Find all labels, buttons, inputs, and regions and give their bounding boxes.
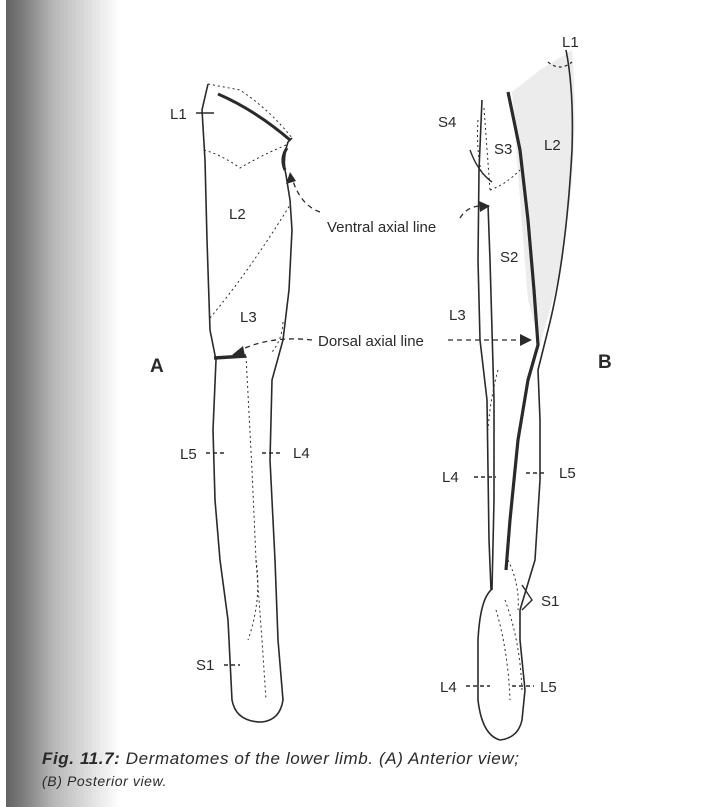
anterior-l1-l2-boundary [204,145,286,168]
posterior-label-s3: S3 [494,141,512,158]
arrowheads [232,172,532,356]
posterior-label-l3: L3 [449,307,466,324]
arrowhead-ventral-anterior [286,172,296,184]
anterior-label-l2: L2 [229,206,246,223]
figure-caption: Fig. 11.7: Dermatomes of the lower limb.… [42,748,712,792]
posterior-label-l1: L1 [562,34,579,51]
anterior-limb-outline [202,84,292,722]
anterior-label-l5: L5 [180,446,197,463]
posterior-label-foot-l4: L4 [440,679,457,696]
figure-caption-line1: Dermatomes of the lower limb. (A) Anteri… [126,749,520,768]
dorsal-axial-line-label: Dorsal axial line [318,333,424,350]
posterior-heel-lines [496,600,522,700]
posterior-label-s2: S2 [500,249,518,266]
anterior-foot-dots [248,560,258,640]
anterior-label-l3: L3 [240,309,257,326]
ventral-arrow-to-anterior [292,178,320,212]
anterior-label-l4: L4 [293,445,310,462]
view-label-a: A [150,356,164,377]
anterior-limb [196,84,292,722]
posterior-label-l5: L5 [559,465,576,482]
posterior-label-s1: S1 [541,593,559,610]
posterior-ankle-dots [508,560,518,610]
anterior-knee-axial [214,356,246,358]
arrowhead-dorsal-posterior [520,334,532,346]
posterior-label-foot-l5: L5 [540,679,557,696]
posterior-label-l4: L4 [442,469,459,486]
anterior-leg-axial-line [246,356,266,700]
figure-number: Fig. 11.7: [42,749,120,768]
anterior-label-l1: L1 [170,106,187,123]
anterior-label-s1: S1 [196,657,214,674]
view-label-b: B [598,352,612,373]
ventral-axial-line-label: Ventral axial line [327,219,436,236]
posterior-label-s4: S4 [438,114,456,131]
anterior-l2-l3-boundary [210,205,290,318]
figure-caption-line2: (B) Posterior view. [42,773,167,789]
dorsal-arrow-to-anterior [236,339,312,352]
posterior-s4-arc [470,150,492,182]
posterior-l2-shading [512,50,575,345]
anterior-inguinal-line [218,94,290,140]
posterior-label-l2: L2 [544,137,561,154]
arrowhead-dorsal-anterior [232,346,245,356]
